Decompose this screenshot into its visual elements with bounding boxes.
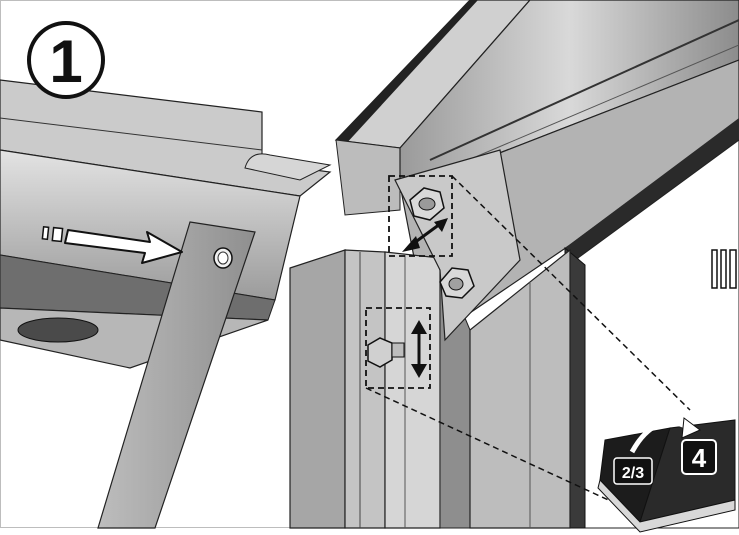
- step-number: 1: [49, 28, 82, 95]
- instruction-book-icon: 2/3 4: [597, 417, 736, 533]
- top-hex-nut: [409, 187, 445, 221]
- vertical-bars-icon: [711, 249, 737, 289]
- detail-box-top: [388, 175, 453, 257]
- header-groove-line: [429, 19, 739, 161]
- vertical-post: [289, 248, 571, 529]
- header-groove-line-2: [439, 44, 739, 173]
- vertical-double-arrow-icon: [411, 320, 427, 378]
- rail-oval-hole: [17, 317, 99, 343]
- post-side: [289, 249, 346, 529]
- post-front: [344, 249, 386, 529]
- leader-line-1: [451, 175, 691, 411]
- post-far-right: [469, 248, 571, 529]
- header-beam-dark-edge: [336, 0, 478, 146]
- header-beam-face: [335, 139, 401, 216]
- middle-hex-nut: [439, 267, 475, 299]
- numbered-circle-icon: 1: [27, 21, 105, 99]
- leader-line-2: [365, 387, 631, 511]
- strap-bolt-hole-inner: [217, 251, 229, 265]
- detail-box-bolt: [365, 307, 431, 389]
- right-arrow-icon: [41, 225, 183, 264]
- diagonal-strap: [97, 221, 256, 529]
- left-rail-assembly: [0, 79, 332, 529]
- book-right-page-label: 4: [692, 443, 707, 473]
- side-bolt: [367, 337, 405, 368]
- left-rail-hook: [244, 153, 332, 181]
- book-left-page-label: 2/3: [622, 465, 644, 482]
- double-arrow-icon: [402, 218, 448, 252]
- post-inner: [384, 251, 441, 529]
